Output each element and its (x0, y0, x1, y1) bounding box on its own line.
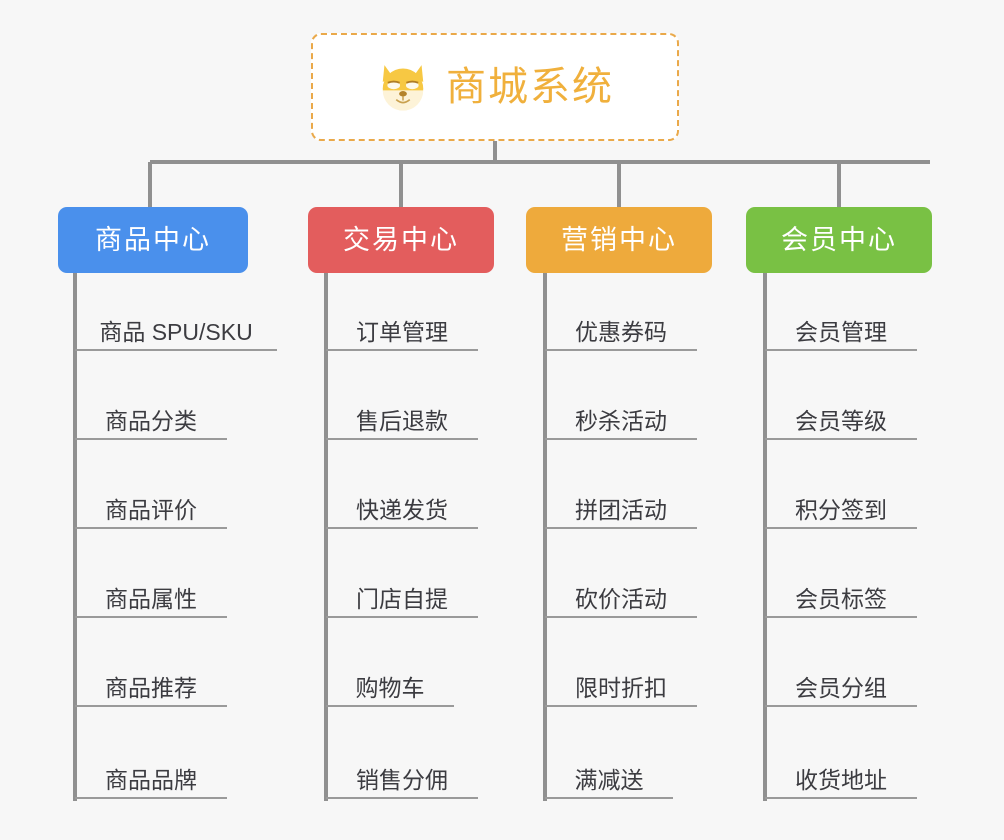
leaf-item-label: 快递发货 (356, 496, 448, 523)
shiba-dog-face-icon (382, 65, 424, 111)
leaf-item-label: 会员等级 (795, 407, 887, 434)
leaf-item[interactable]: 商品评价 (75, 481, 227, 529)
leaf-item-label: 满减送 (574, 766, 644, 793)
leaf-item-label: 会员标签 (795, 585, 887, 612)
leaf-item[interactable]: 商品 SPU/SKU (75, 303, 277, 351)
leaf-item[interactable]: 商品推荐 (75, 659, 227, 707)
leaf-item[interactable]: 商品属性 (75, 570, 227, 618)
leaf-item-label: 会员管理 (795, 318, 887, 345)
root-title: 商城系统 (446, 65, 614, 109)
leaf-item[interactable]: 收货地址 (765, 751, 917, 799)
leaf-item-label: 限时折扣 (575, 674, 667, 701)
leaf-item[interactable]: 拼团活动 (545, 481, 697, 529)
leaf-item-label: 商品 SPU/SKU (99, 318, 253, 345)
leaf-item[interactable]: 商品分类 (75, 392, 227, 440)
leaf-item-label: 购物车 (355, 674, 425, 701)
leaf-item-label: 拼团活动 (575, 496, 667, 523)
leaf-item-label: 砍价活动 (575, 585, 667, 612)
leaf-item-label: 售后退款 (356, 407, 448, 434)
leaf-item[interactable]: 售后退款 (326, 392, 478, 440)
root-node[interactable]: 商城系统 (311, 33, 679, 141)
leaf-item[interactable]: 秒杀活动 (545, 392, 697, 440)
leaf-item[interactable]: 门店自提 (326, 570, 478, 618)
leaf-item-label: 销售分佣 (356, 766, 448, 793)
leaf-item-label: 商品品牌 (105, 766, 197, 793)
leaf-item[interactable]: 销售分佣 (326, 751, 478, 799)
leaf-item-label: 门店自提 (356, 585, 448, 612)
leaf-item[interactable]: 会员管理 (765, 303, 917, 351)
leaf-item[interactable]: 会员等级 (765, 392, 917, 440)
branch-header-营销中心[interactable]: 营销中心 (526, 207, 712, 273)
leaf-item[interactable]: 购物车 (326, 659, 454, 707)
leaf-item[interactable]: 砍价活动 (545, 570, 697, 618)
leaf-item[interactable]: 会员标签 (765, 570, 917, 618)
leaf-item-label: 收货地址 (795, 766, 887, 793)
leaf-item[interactable]: 积分签到 (765, 481, 917, 529)
branch-header-label: 商品中心 (95, 224, 211, 255)
leaf-item-label: 订单管理 (356, 318, 448, 345)
branch-header-交易中心[interactable]: 交易中心 (308, 207, 494, 273)
leaf-item[interactable]: 商品品牌 (75, 751, 227, 799)
branch-header-会员中心[interactable]: 会员中心 (746, 207, 932, 273)
leaf-item-label: 商品评价 (105, 496, 197, 523)
leaf-item[interactable]: 订单管理 (326, 303, 478, 351)
leaf-item[interactable]: 快递发货 (326, 481, 478, 529)
leaf-item-label: 积分签到 (795, 496, 887, 523)
leaf-item-label: 优惠券码 (575, 318, 667, 345)
leaf-item-label: 秒杀活动 (575, 407, 667, 434)
leaf-item-label: 商品分类 (105, 407, 197, 434)
leaf-item-label: 会员分组 (795, 674, 887, 701)
leaf-item[interactable]: 限时折扣 (545, 659, 697, 707)
branch-header-label: 会员中心 (781, 224, 897, 255)
branch-header-label: 营销中心 (561, 224, 677, 255)
leaf-item[interactable]: 优惠券码 (545, 303, 697, 351)
leaf-item[interactable]: 会员分组 (765, 659, 917, 707)
branch-header-商品中心[interactable]: 商品中心 (58, 207, 248, 273)
leaf-item-label: 商品推荐 (105, 674, 197, 701)
leaf-item[interactable]: 满减送 (545, 751, 673, 799)
leaf-item-label: 商品属性 (105, 585, 197, 612)
branch-header-label: 交易中心 (343, 224, 459, 255)
